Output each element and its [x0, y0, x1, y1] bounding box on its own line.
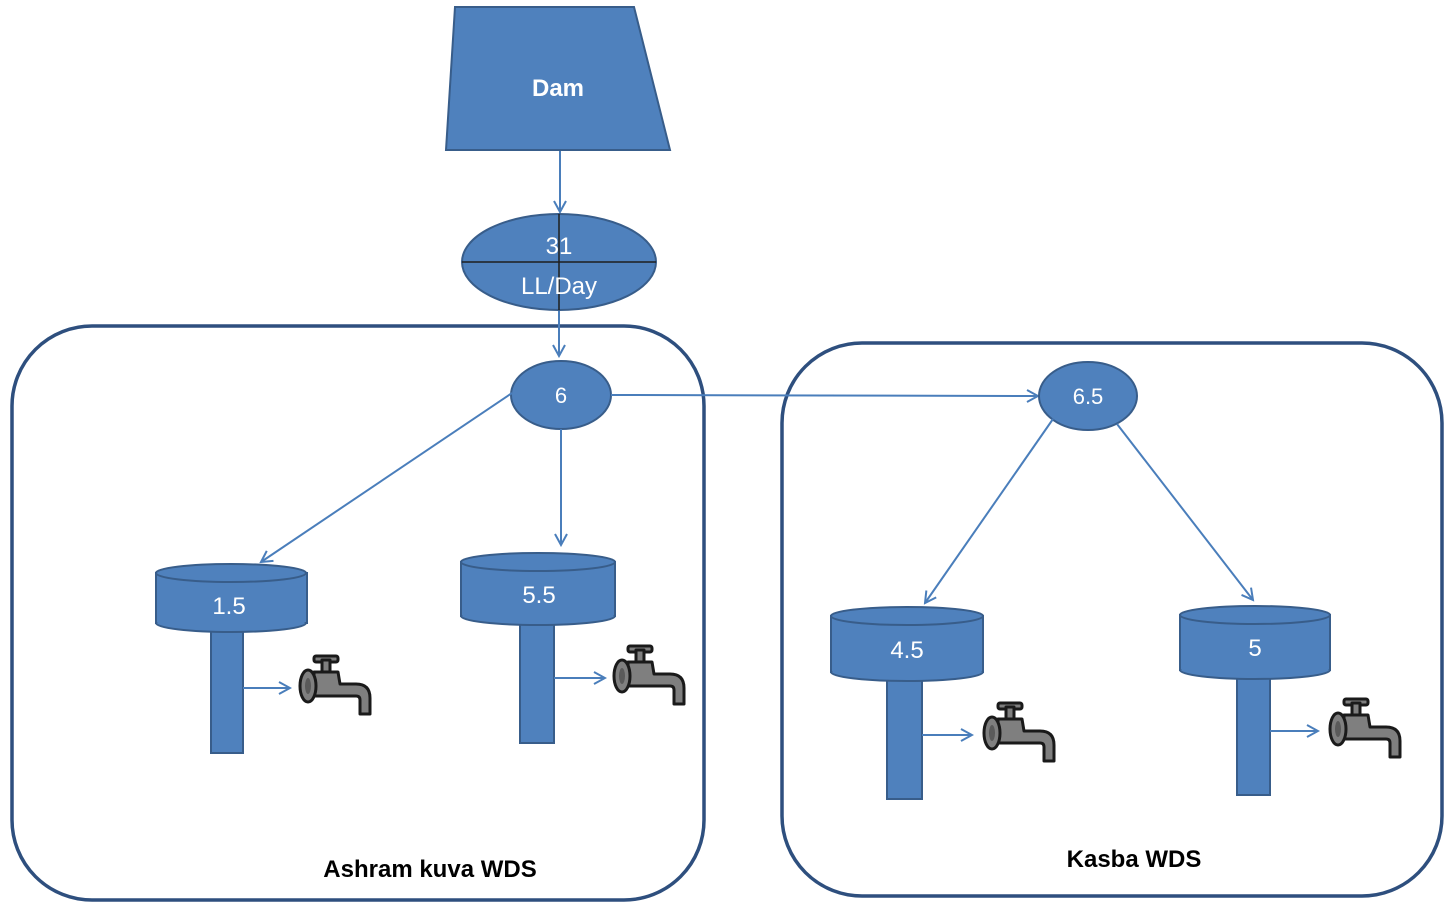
kasba-tank-1-label: 4.5	[890, 637, 923, 664]
ashram-tank-1: 1.5	[155, 563, 308, 754]
water-tap-icon	[298, 654, 372, 716]
ashram-tank-2-label: 5.5	[522, 582, 555, 609]
source-node: 31 LL/Day	[461, 213, 657, 311]
ashram-tank-1-label: 1.5	[212, 593, 245, 620]
water-tap-icon	[1328, 697, 1402, 759]
water-tap-icon	[982, 701, 1056, 763]
ashram-tank-2: 5.5	[460, 552, 616, 744]
ashram-region-title: Ashram kuva WDS	[323, 856, 536, 883]
dam-label: Dam	[532, 75, 584, 102]
kasba-node: 6.5	[1038, 361, 1138, 431]
dam-shape: Dam	[444, 6, 672, 151]
source-unit: LL/Day	[521, 273, 597, 300]
kasba-tank-1: 4.5	[830, 606, 984, 800]
kasba-tank-2: 5	[1179, 605, 1331, 796]
transfer-flow-arrow	[610, 395, 1038, 396]
kasba-tank-2-label: 5	[1248, 635, 1261, 662]
ashram-node: 6	[510, 360, 612, 430]
ashram-branch-arrow-1	[261, 392, 513, 562]
kasba-region	[780, 341, 1444, 898]
kasba-branch-arrow-1	[925, 418, 1054, 603]
water-tap-icon	[612, 644, 686, 706]
ashram-node-label: 6	[555, 383, 567, 408]
kasba-node-label: 6.5	[1073, 384, 1104, 409]
kasba-region-title: Kasba WDS	[1067, 846, 1202, 873]
source-value: 31	[546, 233, 573, 260]
ashram-region	[10, 324, 706, 902]
kasba-branch-arrow-2	[1116, 423, 1253, 600]
